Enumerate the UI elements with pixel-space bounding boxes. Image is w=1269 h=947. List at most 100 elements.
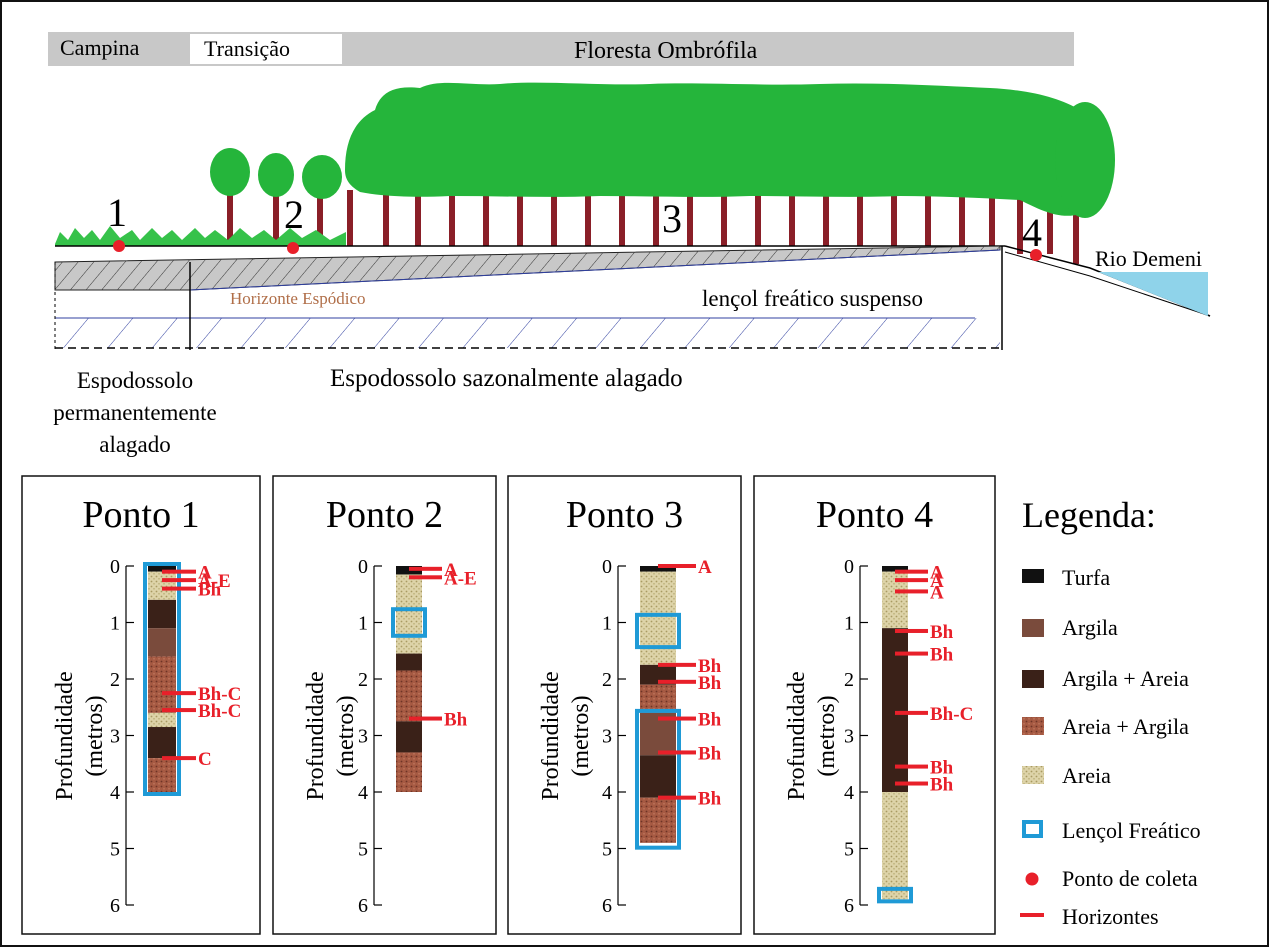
tree-trunk bbox=[857, 190, 863, 246]
water-table-box bbox=[391, 607, 427, 638]
tree-trunk bbox=[585, 190, 591, 246]
spodic-horizon-label: Horizonte Espódico bbox=[230, 289, 366, 308]
horizon-marker bbox=[658, 750, 696, 755]
depth-tick-label: 5 bbox=[110, 839, 120, 861]
soil-permanent-label-line1: Espodossolo bbox=[77, 368, 193, 393]
depth-tick-label: 0 bbox=[602, 556, 612, 578]
tree-trunks bbox=[227, 190, 1079, 264]
profile-panel-ponto-1: Ponto 10123456Profundidade(metros)AA-EBh… bbox=[21, 475, 261, 935]
horizon-label: Bh-C bbox=[198, 684, 241, 705]
horizon-marker bbox=[162, 578, 196, 583]
tree-trunk bbox=[925, 190, 931, 246]
soil-layer-turfa bbox=[640, 566, 676, 572]
depth-axis-unit: (metros) bbox=[82, 695, 108, 776]
zone-bar: Campina Transição Floresta Ombrófila bbox=[48, 32, 1074, 66]
soil-layer-argila-areia bbox=[396, 653, 422, 671]
forest-canopy-mass bbox=[345, 82, 1111, 216]
soil-layer-argila-areia bbox=[396, 721, 422, 753]
depth-axis-unit: (metros) bbox=[814, 695, 840, 776]
legend-swatch-lencol bbox=[1022, 820, 1043, 838]
depth-tick-label: 1 bbox=[110, 613, 120, 635]
panel-title: Ponto 3 bbox=[566, 494, 683, 536]
horizon-label: Bh bbox=[198, 580, 222, 601]
soil-layer-turfa bbox=[882, 566, 908, 572]
point-number-3: 3 bbox=[662, 196, 682, 241]
horizon-marker bbox=[895, 628, 928, 633]
tree-trunk bbox=[383, 190, 389, 246]
tree-trunk bbox=[415, 190, 421, 246]
legend-item-areia: Areia bbox=[1022, 763, 1111, 788]
horizon-label: Bh bbox=[930, 758, 954, 779]
soil-permanent-label-line3: alagado bbox=[99, 432, 171, 457]
sampling-point-marker bbox=[113, 240, 125, 252]
tree-trunk bbox=[517, 190, 523, 246]
soil-layer-areia-argila bbox=[396, 752, 422, 792]
horizon-label: Bh-C bbox=[930, 704, 973, 725]
tree-trunk bbox=[755, 190, 761, 246]
panel-title: Ponto 1 bbox=[82, 494, 199, 536]
tree-trunk bbox=[551, 190, 557, 246]
horizon-label: A bbox=[930, 563, 944, 584]
legend-item-argila: Argila bbox=[1022, 615, 1118, 640]
depth-tick-label: 3 bbox=[844, 726, 854, 748]
horizon-label: Bh bbox=[698, 789, 722, 810]
horizon-label: A bbox=[698, 557, 712, 578]
suspended-water-table-hatch bbox=[55, 318, 1000, 348]
water-table-box bbox=[877, 886, 913, 904]
zone-floresta-label: Floresta Ombrófila bbox=[574, 38, 758, 64]
horizon-marker bbox=[658, 716, 696, 721]
horizon-label: Bh-C bbox=[198, 701, 241, 722]
horizon-marker bbox=[409, 575, 442, 580]
tree-trunk bbox=[483, 190, 489, 246]
legend-item-lencol: Lençol Freático bbox=[1022, 818, 1201, 843]
depth-tick-label: 2 bbox=[358, 669, 368, 691]
panel-title: Ponto 4 bbox=[816, 494, 933, 536]
legend-swatch-horizonte bbox=[1020, 913, 1044, 917]
panel-border bbox=[507, 475, 742, 935]
profile-panels: Ponto 10123456Profundidade(metros)AA-EBh… bbox=[21, 475, 996, 935]
soil-layer-areia-argila bbox=[148, 758, 176, 792]
legend-swatch-argila-areia bbox=[1022, 670, 1044, 688]
soil-seasonal-label: Espodossolo sazonalmente alagado bbox=[330, 365, 683, 392]
soil-layer-argila-areia bbox=[640, 664, 676, 685]
horizon-marker bbox=[162, 691, 196, 696]
depth-tick-label: 3 bbox=[110, 726, 120, 748]
point-number-1: 1 bbox=[107, 190, 127, 235]
point-number-4: 4 bbox=[1022, 210, 1042, 255]
horizon-marker bbox=[162, 586, 196, 591]
panel-border bbox=[21, 475, 261, 935]
horizon-marker bbox=[895, 589, 928, 594]
tree-canopy-small bbox=[258, 153, 294, 197]
tree-trunk bbox=[619, 190, 625, 246]
legend-item-ponto: Ponto de coleta bbox=[1025, 866, 1198, 891]
tree-trunk bbox=[687, 190, 693, 246]
legend-item-turfa: Turfa bbox=[1022, 565, 1110, 590]
horizon-label: A bbox=[444, 560, 458, 581]
depth-tick-label: 3 bbox=[358, 726, 368, 748]
soil-layer-turfa bbox=[148, 566, 176, 572]
tree-trunk bbox=[653, 190, 659, 246]
horizon-marker bbox=[895, 781, 928, 786]
horizon-marker bbox=[162, 708, 196, 713]
river-label: Rio Demeni bbox=[1095, 246, 1202, 271]
zone-campina-label: Campina bbox=[60, 35, 140, 60]
horizon-marker bbox=[895, 764, 928, 769]
horizon-marker bbox=[409, 716, 442, 721]
sampling-point-marker bbox=[287, 242, 299, 254]
legend-label-argila-areia: Argila + Areia bbox=[1062, 666, 1189, 691]
point-number-2: 2 bbox=[284, 192, 304, 237]
panel-border bbox=[272, 475, 497, 935]
depth-tick-label: 4 bbox=[844, 782, 854, 804]
horizon-marker bbox=[895, 578, 928, 583]
horizon-marker bbox=[658, 564, 696, 568]
soil-layer-argila bbox=[148, 628, 176, 657]
depth-tick-label: 2 bbox=[602, 669, 612, 691]
soil-cross-section: Horizonte Espódico lençol freático suspe… bbox=[53, 245, 1211, 457]
campina-grass bbox=[55, 226, 346, 246]
horizon-label: C bbox=[198, 749, 212, 770]
sampling-points: 1 2 3 4 bbox=[107, 190, 1042, 261]
legend-swatch-argila bbox=[1022, 619, 1044, 637]
profile-panel-ponto-3: Ponto 30123456Profundidade(metros)ABhBhB… bbox=[507, 475, 742, 935]
